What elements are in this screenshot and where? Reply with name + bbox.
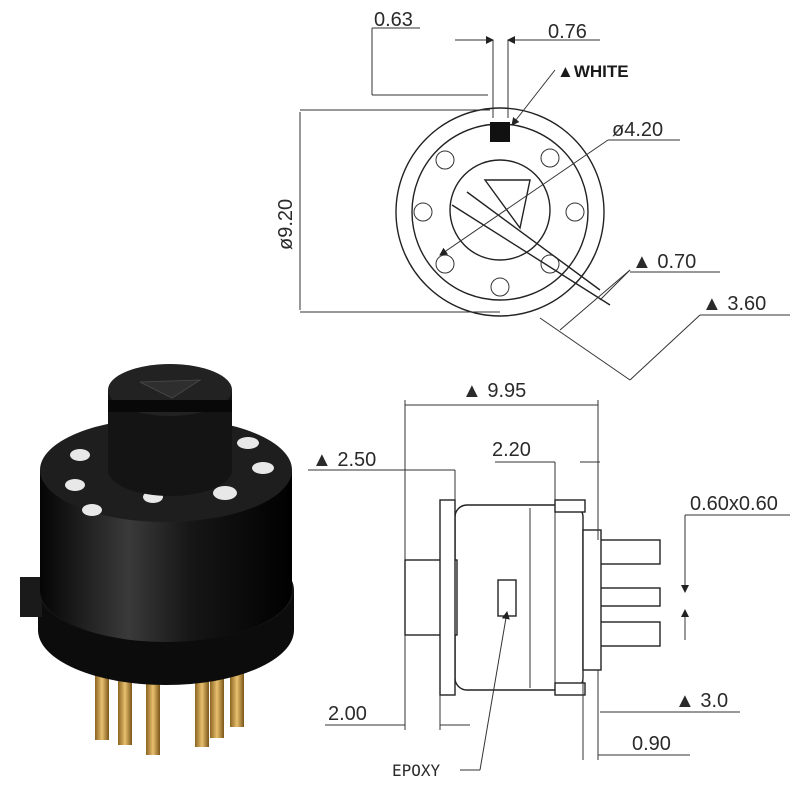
dim-090: 0.90 [632, 733, 671, 755]
dia-420: ø4.20 [612, 119, 663, 141]
dim-200: 2.00 [328, 703, 367, 725]
hole [565, 202, 585, 222]
top-view: 0.63 0.76 ▲WHITE ø4.20 ø9.20 ▲ 0.70 ▲ 3.… [275, 9, 790, 381]
pin [195, 675, 209, 747]
pin-holes [413, 148, 585, 297]
white-label: ▲WHITE [557, 62, 629, 81]
white-marker-square [490, 122, 510, 142]
dim-360: ▲ 3.60 [702, 293, 766, 315]
pin [95, 660, 109, 740]
outer-ring [395, 107, 605, 317]
dim-063: 0.63 [374, 9, 413, 31]
gold-pins [95, 660, 244, 755]
side-view: ▲ 9.95 ▲ 2.50 2.20 0.60x0.60 ▲ 3.0 2.00 … [308, 380, 790, 780]
side-tab [20, 577, 42, 617]
product-render [20, 364, 294, 755]
dim-250: ▲ 2.50 [312, 449, 376, 471]
dim-220: 2.20 [492, 439, 531, 461]
hole [540, 148, 560, 168]
hole [540, 254, 560, 274]
pin [210, 670, 224, 738]
shaft [108, 390, 232, 496]
top-holes [65, 437, 274, 516]
dim-pin: 0.60x0.60 [690, 493, 778, 515]
dia-920: ø9.20 [275, 199, 297, 250]
side-pins [582, 529, 661, 671]
dim-070: ▲ 0.70 [632, 251, 696, 273]
shaft-triangle [483, 179, 531, 230]
hole [435, 254, 455, 274]
dim-076: 0.76 [548, 21, 587, 43]
pin [230, 665, 244, 727]
dim-30: ▲ 3.0 [675, 690, 728, 712]
hole [490, 277, 510, 297]
epoxy-label: EPOXY [392, 761, 441, 780]
side-body [454, 504, 584, 691]
hole [413, 202, 433, 222]
pin [118, 675, 132, 745]
pin [146, 680, 160, 755]
shaft-circle [449, 159, 551, 261]
dim-995: ▲ 9.95 [462, 380, 526, 402]
epoxy-window [497, 579, 517, 617]
hole [435, 150, 455, 170]
